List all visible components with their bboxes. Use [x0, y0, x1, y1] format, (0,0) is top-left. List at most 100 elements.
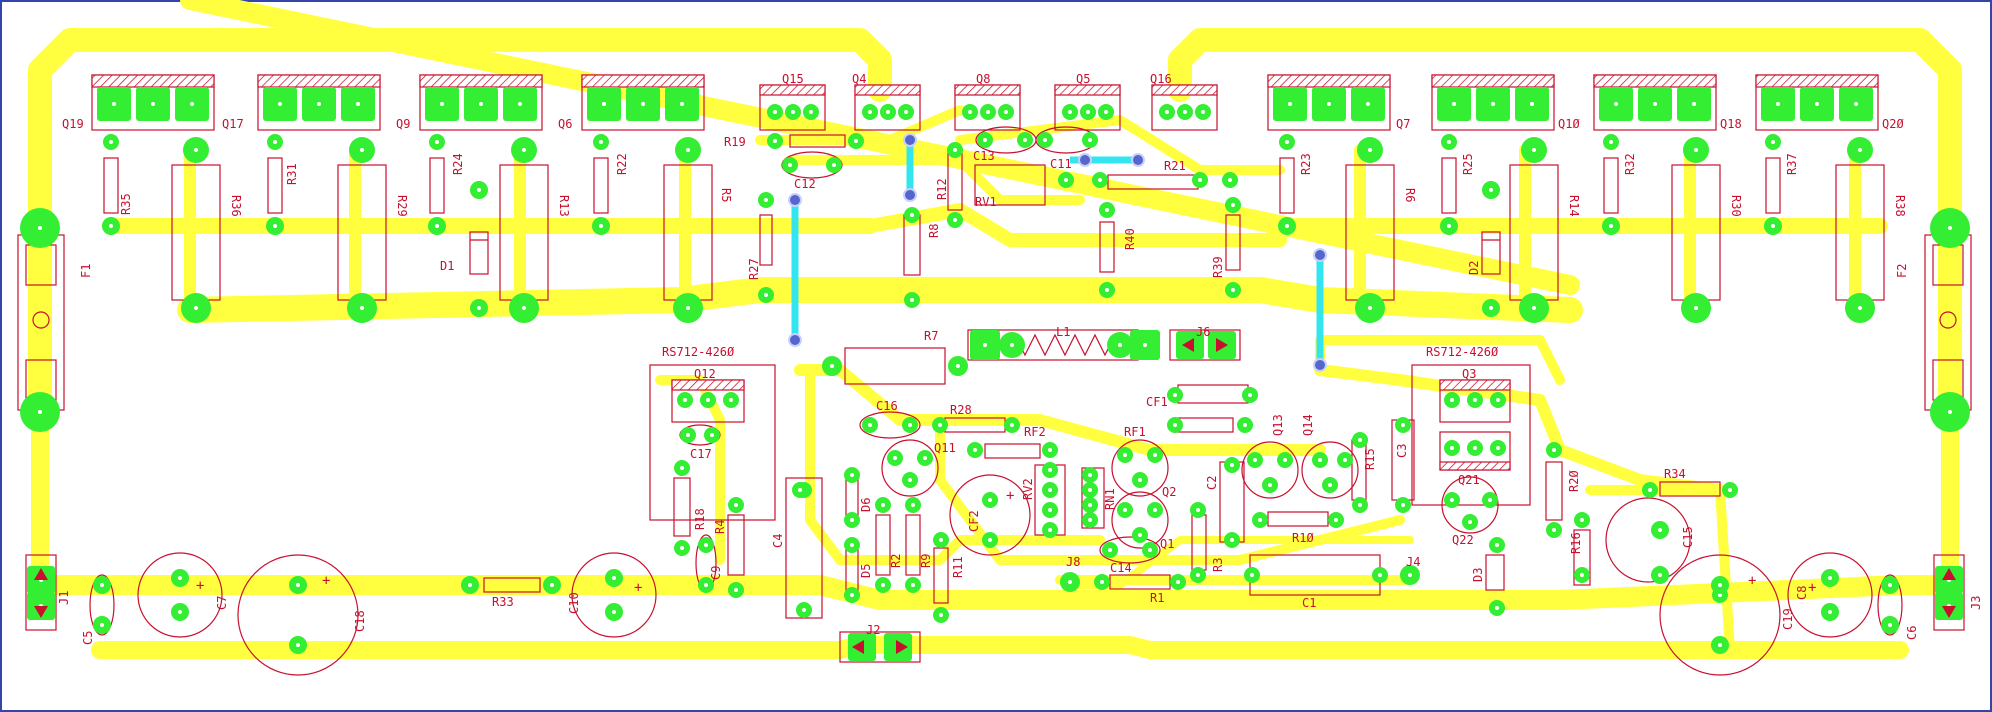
pad-hole	[1283, 458, 1287, 462]
r33-body	[483, 577, 541, 593]
pad-hole	[1532, 148, 1536, 152]
connector-arrows	[34, 338, 1956, 654]
pad-hole	[1088, 473, 1092, 477]
q14-body	[1301, 441, 1359, 499]
pad-hole	[1489, 188, 1493, 192]
label-d1: D1	[440, 259, 454, 273]
label-q22: Q22	[1452, 533, 1474, 547]
pad-hole	[1268, 483, 1272, 487]
pad-hole	[190, 102, 194, 106]
label-q7: Q7	[1396, 117, 1410, 131]
pad-hole	[1105, 208, 1109, 212]
label-r18: R18	[693, 508, 707, 530]
trace-mid-2	[1314, 364, 1726, 496]
j2-body	[839, 631, 921, 663]
pad-hole	[1173, 423, 1177, 427]
pad-hole	[1447, 140, 1451, 144]
pad-hole	[1334, 518, 1338, 522]
label-r40: R40	[1123, 228, 1137, 250]
plus-c19: +	[1748, 573, 1756, 589]
pad-hole	[1718, 583, 1722, 587]
pad-hole	[599, 224, 603, 228]
r31-body	[267, 157, 283, 214]
label-q12: Q12	[694, 367, 716, 381]
label-r37: R37	[1785, 153, 1799, 175]
label-cf2: CF2	[967, 510, 981, 532]
label-r36: R36	[229, 195, 243, 217]
q12-hatch	[671, 379, 745, 391]
q11-body	[881, 439, 939, 497]
c19-body	[1659, 554, 1781, 676]
pad-hole	[1828, 576, 1832, 580]
r20-body	[1545, 461, 1563, 521]
r27-body	[759, 214, 773, 266]
pad-hole	[1401, 503, 1405, 507]
pad-hole	[194, 306, 198, 310]
pad-hole	[1408, 573, 1412, 577]
label-q14: Q14	[1301, 414, 1315, 436]
pad-hole	[599, 140, 603, 144]
pad-hole	[1401, 423, 1405, 427]
pad-hole	[910, 213, 914, 217]
r10-body	[1267, 511, 1329, 527]
label-q6: Q6	[558, 117, 572, 131]
label-q15: Q15	[782, 72, 804, 86]
pad-hole	[953, 148, 957, 152]
d1-body	[469, 231, 489, 275]
pad-hole	[296, 643, 300, 647]
pad-hole	[680, 466, 684, 470]
plus-c10: +	[634, 580, 642, 596]
pad-hole	[773, 110, 777, 114]
rs-right-module	[1411, 364, 1531, 506]
pad-hole	[1138, 533, 1142, 537]
pad-hole	[1491, 102, 1495, 106]
pad-hole	[850, 593, 854, 597]
pad-hole	[881, 583, 885, 587]
label-j6: J6	[1196, 325, 1210, 339]
pad-hole	[1123, 508, 1127, 512]
r35-body	[103, 157, 119, 214]
pad-hole	[1358, 503, 1362, 507]
pad-hole	[1776, 102, 1780, 106]
label-r31: R31	[285, 163, 299, 185]
pad-hole	[273, 140, 277, 144]
pad-hole	[1068, 110, 1072, 114]
pad-hole	[1718, 643, 1722, 647]
c7-body	[137, 552, 223, 638]
label-j1: J1	[57, 591, 71, 605]
label-c19: C19	[1781, 608, 1795, 630]
pad-hole	[1153, 453, 1157, 457]
pad-hole	[868, 423, 872, 427]
pad-hole	[100, 623, 104, 627]
r23-body	[1279, 157, 1295, 214]
pad-hole	[641, 102, 645, 106]
pad-hole	[764, 293, 768, 297]
pad-hole	[1948, 410, 1952, 414]
pad-hole	[1368, 148, 1372, 152]
label-q9: Q9	[396, 117, 410, 131]
pad-hole	[602, 102, 606, 106]
label-c11: C11	[1050, 157, 1072, 171]
label-q19: Q19	[62, 117, 84, 131]
pad-hole	[1250, 573, 1254, 577]
label-c2: C2	[1205, 476, 1219, 490]
pad-hole	[1488, 498, 1492, 502]
pad-hole	[1658, 528, 1662, 532]
pad-hole	[612, 576, 616, 580]
pad-hole	[1328, 483, 1332, 487]
r7-body	[844, 347, 946, 385]
pad-hole	[1473, 398, 1477, 402]
pad-hole	[468, 583, 472, 587]
pad-hole	[1048, 448, 1052, 452]
label-rf2: RF2	[1024, 425, 1046, 439]
pad-hole	[479, 102, 483, 106]
pad-hole	[296, 583, 300, 587]
pad-hole	[1496, 446, 1500, 450]
label-q11: Q11	[934, 441, 956, 455]
c10-body	[571, 552, 657, 638]
pad-hole	[1104, 110, 1108, 114]
pad-hole	[1728, 488, 1732, 492]
pad-hole	[686, 148, 690, 152]
pad-hole	[983, 138, 987, 142]
r16-body	[1573, 529, 1591, 586]
